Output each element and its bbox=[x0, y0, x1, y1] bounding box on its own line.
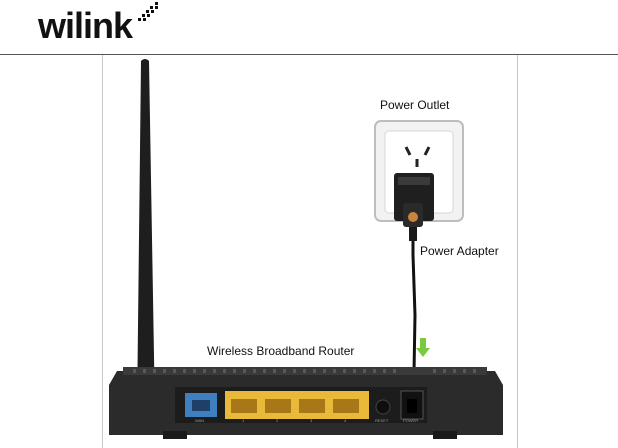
plug-in-arrow-icon bbox=[416, 338, 430, 357]
logo-dots-icon bbox=[138, 0, 168, 30]
reset-caption: RESET bbox=[375, 418, 389, 423]
wan-port-caption: WAN bbox=[195, 418, 204, 423]
logo-wordmark: wilink bbox=[38, 6, 132, 46]
power-adapter-label: Power Adapter bbox=[420, 244, 499, 258]
power-outlet-label: Power Outlet bbox=[380, 98, 449, 112]
reset-button bbox=[376, 400, 390, 414]
router-connection-diagram: WAN 1 2 3 4 RESET POWER Power Outlet Pow… bbox=[102, 55, 518, 448]
power-cable bbox=[413, 241, 415, 373]
power-caption: POWER bbox=[403, 418, 418, 423]
lan-ports bbox=[225, 391, 369, 419]
power-jack bbox=[401, 391, 423, 419]
antenna bbox=[137, 59, 155, 415]
power-adapter bbox=[394, 173, 434, 241]
wilink-logo: wilink bbox=[38, 0, 168, 50]
router-label: Wireless Broadband Router bbox=[207, 344, 354, 358]
wan-port bbox=[185, 393, 217, 417]
